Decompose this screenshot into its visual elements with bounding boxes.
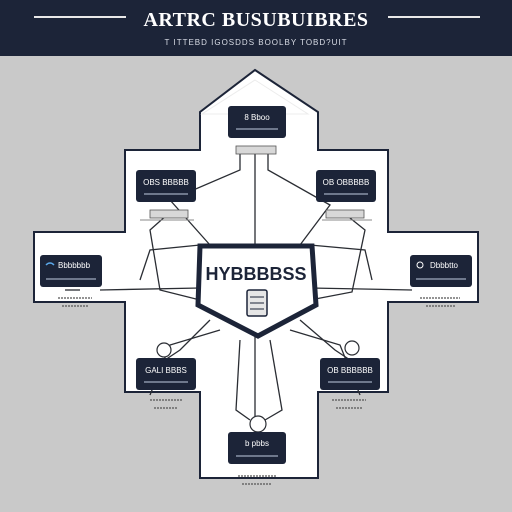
node-bottom: b pbbs bbox=[228, 432, 286, 485]
junction-lower-right bbox=[344, 340, 360, 356]
connector-cap-top bbox=[235, 145, 277, 155]
node-lower-left: GALI BBBS bbox=[136, 358, 196, 409]
cloud-icon bbox=[45, 262, 55, 266]
junction-lower-left bbox=[156, 342, 172, 358]
hub-node: HYBBBBSS bbox=[195, 243, 319, 339]
connector-lines bbox=[65, 150, 413, 440]
page-title: ARTRC BUSUBUIBRES bbox=[143, 9, 369, 31]
node-upper-right: OB OBBBBB bbox=[316, 170, 376, 202]
connector-cap-upper-left bbox=[149, 209, 189, 219]
node-label: GALI BBBS bbox=[145, 366, 187, 375]
connector-cap-upper-right bbox=[325, 209, 365, 219]
circle-icon bbox=[416, 261, 424, 269]
junction-bottom bbox=[249, 415, 267, 433]
node-label: OB BBBBBB bbox=[327, 366, 373, 375]
node-label: OBS BBBBB bbox=[143, 178, 189, 187]
node-label: OB OBBBBB bbox=[323, 178, 370, 187]
node-label: 8 Bboo bbox=[244, 113, 270, 122]
node-upper-left: OBS BBBBB bbox=[136, 170, 196, 202]
node-label: Bbbbbbb bbox=[58, 261, 91, 270]
page-subtitle: T ITTEBD IGOSDDS BOOLBY TOBD?UIT bbox=[164, 38, 348, 47]
node-left: Bbbbbbb bbox=[40, 255, 102, 307]
node-label: b pbbs bbox=[245, 439, 269, 448]
node-top: 8 Bboo bbox=[228, 106, 286, 138]
header-rule-left bbox=[34, 16, 126, 18]
node-right: Dbbbtto bbox=[410, 255, 472, 307]
hub-label: HYBBBBSS bbox=[205, 264, 306, 284]
node-label: Dbbbtto bbox=[430, 261, 459, 270]
node-lower-right: OB BBBBBB bbox=[320, 358, 380, 409]
header-banner: ARTRC BUSUBUIBRES T ITTEBD IGOSDDS BOOLB… bbox=[0, 0, 512, 56]
hub-diagram: HYBBBBSS 8 Bboo OBS BBBBB OB OBBBBB Bbbb… bbox=[33, 68, 479, 485]
header-rule-right bbox=[388, 16, 480, 18]
